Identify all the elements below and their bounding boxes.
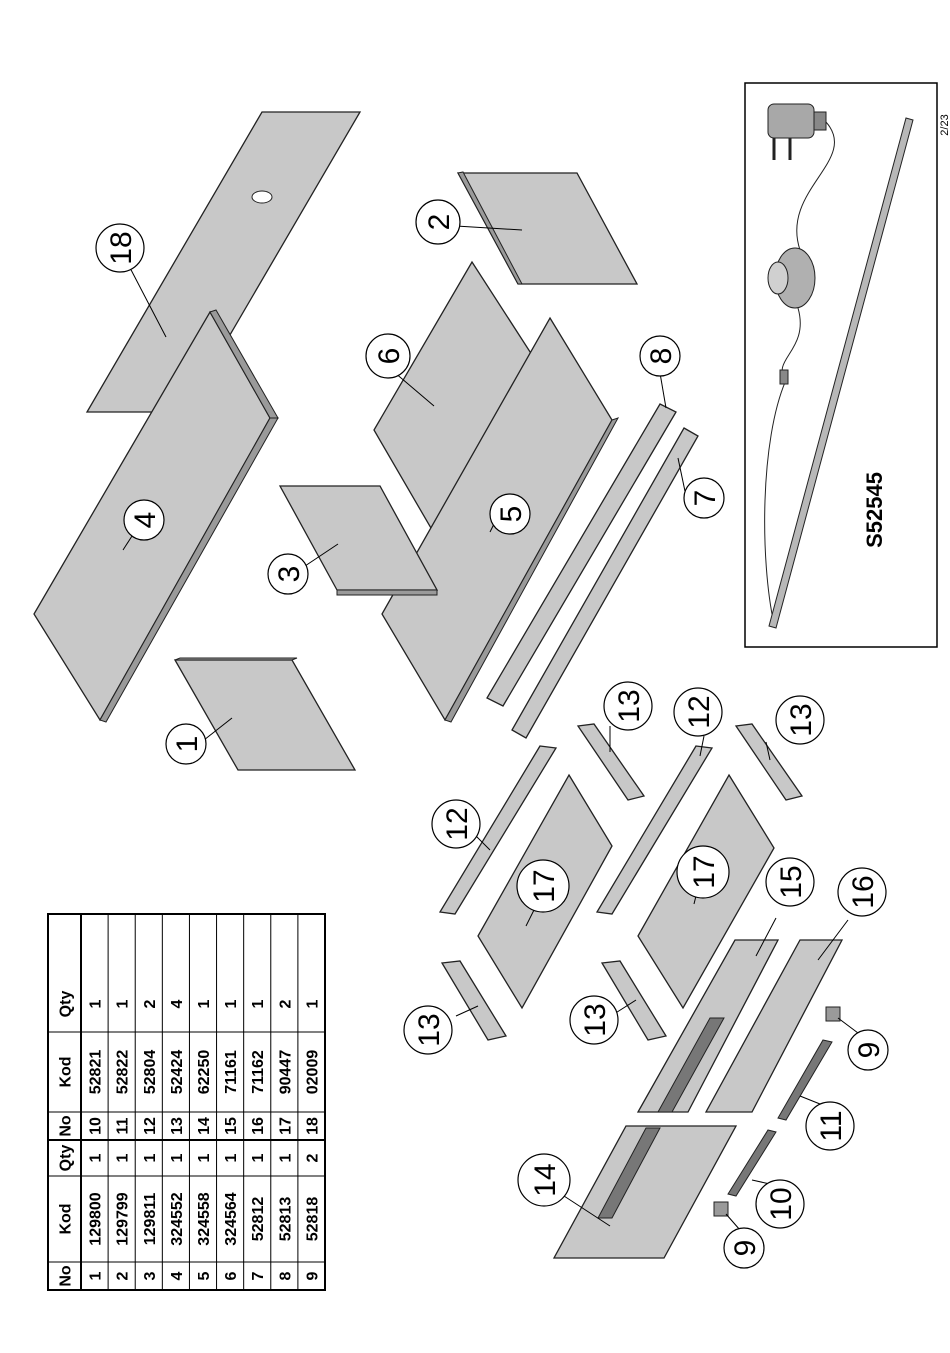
table-cell: 324558 [196,1192,213,1245]
callout-12-left: 12 [441,807,474,840]
table-cell: 71162 [250,1050,267,1094]
table-cell: 1 [115,999,132,1008]
part-9-block-upper [826,1007,840,1021]
table-cell: 14 [196,1117,213,1135]
table-cell: 2 [142,999,159,1008]
table-cell: 17 [277,1117,294,1135]
table-cell: 12 [142,1117,159,1135]
table-cell: 2 [304,1153,321,1162]
callout-5: 5 [495,506,528,523]
table-cell: 52813 [277,1197,294,1242]
table-header-cell: Qty [58,991,75,1018]
callout-14: 14 [529,1163,562,1196]
table-cell: 52424 [169,1050,186,1095]
callout-2: 2 [423,214,456,231]
table-cell: 7 [250,1271,267,1280]
callout-13-d: 13 [579,1003,612,1036]
table-cell: 324552 [169,1192,186,1245]
table-cell: 1 [223,1153,240,1162]
callout-17-left: 17 [528,869,561,902]
table-cell: 1 [88,999,105,1008]
table-cell: 1 [88,1271,105,1280]
table-cell: 2 [277,999,294,1008]
part-13-strip-a [578,724,644,800]
table-cell: 15 [223,1117,240,1135]
table-cell: 52818 [304,1197,321,1242]
cable-hole [252,191,272,203]
callout-4: 4 [129,512,162,529]
table-cell: 18 [304,1117,321,1135]
table-cell: 324564 [223,1192,240,1245]
table-cell: 71161 [223,1050,240,1094]
callout-10: 10 [765,1187,798,1220]
table-cell: 1 [277,1153,294,1162]
callout-9-upper: 9 [853,1042,886,1059]
table-cell: 1 [88,1153,105,1162]
table-cell: 5 [196,1271,213,1280]
table-cell: 1 [196,1153,213,1162]
callout-11: 11 [815,1110,848,1141]
table-cell: 11 [115,1117,132,1134]
parts-table: NoKodQtyNoKodQty112980011052821121297991… [48,914,325,1290]
table-cell: 1 [223,999,240,1008]
table-cell: 52822 [115,1050,132,1095]
table-cell: 16 [250,1117,267,1135]
table-cell: 1 [142,1153,159,1162]
callout-12-right: 12 [683,695,716,728]
table-cell: 62250 [196,1050,213,1095]
table-header-cell: Kod [58,1056,75,1087]
table-cell: 1 [250,999,267,1008]
table-cell: 1 [250,1153,267,1162]
callout-9-lower: 9 [729,1240,762,1257]
table-cell: 02009 [304,1050,321,1095]
kit-code: S52545 [862,472,887,548]
table-cell: 1 [304,999,321,1008]
page-number: 2/23 [939,114,950,135]
table-cell: 129811 [142,1193,159,1246]
table-header-cell: Kod [58,1203,75,1234]
table-cell: 52821 [88,1050,105,1095]
table-cell: 52804 [142,1050,159,1095]
table-cell: 129799 [115,1192,132,1245]
table-cell: 129800 [88,1192,105,1245]
lighting-kit-box: S52545 [745,83,937,647]
table-cell: 9 [304,1271,321,1280]
panels-lower [440,724,842,1258]
table-cell: 2 [115,1271,132,1280]
callout-7: 7 [689,490,722,507]
part-2-panel [458,173,637,284]
table-cell: 6 [223,1271,240,1280]
callout-6: 6 [373,348,406,365]
table-cell: 8 [277,1271,294,1280]
table-cell: 10 [88,1117,105,1135]
table-cell: 3 [142,1271,159,1280]
callout-17-right: 17 [688,855,721,888]
callout-13-b: 13 [785,703,818,736]
table-cell: 13 [169,1117,186,1135]
callout-3: 3 [273,566,306,583]
callout-16: 16 [847,875,880,908]
part-3-edge [337,590,437,595]
table-cell: 1 [115,1153,132,1162]
cable-connector [780,370,788,384]
callout-13-c: 13 [413,1013,446,1046]
callout-8: 8 [645,348,678,365]
callout-15: 15 [775,865,808,898]
table-cell: 1 [196,999,213,1008]
table-cell: 1 [169,1153,186,1162]
table-cell: 52812 [250,1197,267,1242]
table-header-cell: No [58,1115,75,1137]
panels-upper [34,112,698,770]
callout-18: 18 [105,231,138,264]
table-header-cell: Qty [58,1145,75,1172]
callout-1: 1 [171,736,204,753]
part-1-edge [175,658,297,660]
table-cell: 4 [169,999,186,1008]
table-cell: 90447 [277,1050,294,1095]
table-header-cell: No [58,1265,75,1287]
callout-13-a: 13 [613,689,646,722]
table-cell: 4 [169,1271,186,1280]
part-9-block-lower [714,1202,728,1216]
